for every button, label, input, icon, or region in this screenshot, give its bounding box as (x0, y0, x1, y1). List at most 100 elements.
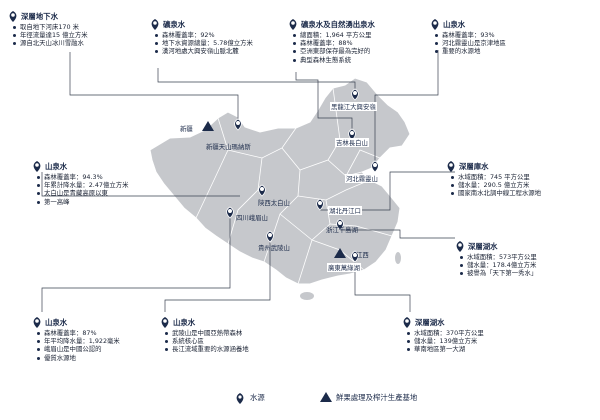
leader-line-qiandaohu (340, 229, 455, 239)
leader-line-emeishan (41, 218, 231, 312)
callout-bullet: 長江流域重要的水源涵養地 (165, 345, 249, 354)
callout-title: 山泉水 (45, 317, 68, 327)
pin-emeishan (226, 206, 234, 219)
callout-bullet: 森林覆蓋率：92% (155, 31, 253, 39)
callout-daxinganling-spring: 礦泉水及自然湧出泉水 總面積：1,964 平方公里 森林覆蓋率：88% 亞洲東部… (288, 18, 375, 64)
callout-bullet: 源自北天山冰川雪融水 (13, 39, 88, 47)
map-label-emeishan: 四川峨眉山 (236, 214, 268, 222)
leader-line-wanlvhu (354, 262, 411, 312)
callout-taibaishan: 山泉水 森林覆蓋率：94.3% 年累計降水量：2.47億立方米 太白山是青藏高原… (32, 160, 129, 206)
callout-title: 礦泉水及自然湧出泉水 (301, 19, 375, 29)
callout-bullet: 系統核心區 (165, 337, 249, 345)
callout-wanlvhu: 深層湖水 水域面積：370平方公里 儲水量：139億立方米 華南地區第一大湖 (402, 316, 484, 354)
callout-bullet: 水域面積：370平方公里 (407, 329, 484, 337)
map-label-qiandaohu: 浙江千島湖 (326, 226, 358, 234)
map-pin-icon (430, 18, 440, 30)
legend-production-base: 鮮果處理及榨汁生產基地 (336, 392, 417, 403)
callout-bullet: 被譽為「天下第一秀水」 (459, 269, 538, 278)
callout-title: 山泉水 (173, 317, 196, 327)
callout-title: 深層湖水 (415, 317, 445, 327)
pin-wanlvhu (351, 250, 359, 263)
leader-line-xinjiang (69, 52, 239, 130)
triangle-production-jiangxi (334, 248, 346, 258)
callout-bullet: 森林覆蓋率：94.3% (37, 173, 129, 181)
callout-bullet: 儲水量：139億立方米 (407, 337, 484, 345)
callout-bullet: 華南地區第一大湖 (407, 345, 484, 353)
leader-lines (41, 50, 455, 312)
callout-emeishan: 山泉水 森林覆蓋率：87% 年平均降水量：1,922毫米 峨眉山是中國公認的 優… (32, 316, 120, 362)
map-pin-icon (446, 160, 456, 172)
pin-taibaishan (258, 184, 266, 197)
legend-triangle-icon (320, 392, 332, 402)
callout-bullet: 第一高峰 (37, 198, 129, 206)
map-label-wulingshan-guizhou: 貴州武陵山 (258, 244, 290, 252)
callout-bullet: 水域面積：745 平方公里 (450, 173, 541, 181)
callout-hebei-wulingshan: 山泉水 森林覆蓋率：93% 河北霧靈山是京津地區 重要的水源地 (430, 18, 506, 56)
callout-bullet: 重要的水源地 (435, 47, 506, 55)
callout-title: 山泉水 (443, 19, 466, 29)
callout-bullet: 儲水量：290.5 億立方米 (450, 181, 541, 189)
map-label-daxinganling: 黑龍江大興安嶺 (330, 102, 377, 111)
map-label-changbaishan: 吉林長白山 (335, 138, 369, 147)
callout-title: 礦泉水 (163, 19, 186, 29)
callout-bullet: 漢河地處大興安嶺山脈北麓 (155, 47, 253, 55)
map-pin-icon (288, 18, 298, 30)
pin-daxinganling (351, 88, 359, 101)
pin-qiandaohu (336, 218, 344, 231)
callout-bullet: 年累計降水量：2.47億立方米 (37, 181, 129, 190)
map-label-xinjiang-tianshan: 新疆天山瑪納斯 (206, 143, 251, 151)
callout-xinjiang: 深層地下水 取自地下河床170 米 年徑流量達15 億立方米 源自北天山冰川雪融… (8, 10, 88, 48)
legend-water-source: 水源 (250, 392, 265, 403)
legend-pin-icon (236, 393, 244, 404)
callout-bullet: 峨眉山是中國公認的 (37, 345, 120, 353)
callout-bullet: 年徑流量達15 億立方米 (13, 31, 88, 40)
map-pin-icon (32, 160, 42, 172)
callout-bullet: 國家南水北調中線工程水源地 (450, 189, 542, 198)
pin-danjiangkou (316, 198, 324, 211)
map-pin-icon (150, 18, 160, 30)
callout-bullet: 亞洲東部保存最為完好的 (293, 47, 375, 55)
leader-line-wulingshan-hebei (374, 50, 439, 172)
pin-xinjiang (234, 118, 242, 131)
taiwan-island (395, 252, 401, 264)
callout-bullet: 森林覆蓋率：88% (293, 39, 375, 47)
callout-bullet: 森林覆蓋率：87% (37, 329, 120, 337)
callout-bullet: 典型森林生態系統 (293, 56, 375, 64)
leader-line-taibaishan (41, 172, 240, 197)
callout-bullet: 河北霧靈山是京津地區 (435, 39, 506, 48)
callout-daxinganling-mineral: 礦泉水 森林覆蓋率：92% 地下水資源總量：5.78億立方米 漢河地處大興安嶺山… (150, 18, 253, 56)
callout-wulingshan-guizhou: 山泉水 武陵山是中國亞熱帶森林 系統核心區 長江流域重要的水源涵養地 (160, 316, 249, 354)
callout-bullet: 地下水資源總量：5.78億立方米 (155, 39, 253, 48)
callout-title: 深層庫水 (459, 161, 489, 171)
pin-wulingshan-hebei (371, 160, 379, 173)
map-pin-icon (160, 316, 170, 328)
pin-changbaishan (348, 128, 356, 141)
legend-production-base-label: 鮮果處理及榨汁生產基地 (336, 393, 418, 402)
map-label-xinjiang: 新疆 (180, 125, 193, 133)
callout-qiandaohu: 深層湖水 水域面積：573平方公里 儲水量：178.4億立方米 被譽為「天下第一… (455, 240, 537, 278)
map-label-danjiangkou: 湖北丹江口 (328, 206, 362, 215)
callout-danjiangkou: 深層庫水 水域面積：745 平方公里 儲水量：290.5 億立方米 國家南水北調… (446, 160, 541, 198)
callout-bullet: 儲水量：178.4億立方米 (459, 261, 537, 270)
callout-bullet: 武陵山是中國亞熱帶森林 (165, 329, 249, 337)
pins (226, 88, 379, 263)
callout-bullet: 太白山是青藏高原以東 (37, 189, 129, 197)
callout-bullet: 年平均降水量：1,922毫米 (37, 337, 120, 346)
map-pin-icon (32, 316, 42, 328)
legend-water-source-label: 水源 (250, 393, 265, 402)
callout-title: 深層湖水 (468, 241, 498, 251)
hainan-island (300, 292, 314, 300)
callout-title: 深層地下水 (21, 11, 58, 21)
leader-line-changbaishan (295, 72, 353, 140)
callout-bullet: 水域面積：573平方公里 (459, 253, 537, 261)
callout-title: 山泉水 (45, 161, 68, 171)
map-pin-icon (402, 316, 412, 328)
triangle-production-xinjiang (202, 121, 214, 131)
callout-bullet: 優質水源地 (37, 354, 120, 362)
map-label-taibaishan: 陝西太白山 (258, 199, 290, 207)
callout-bullet: 森林覆蓋率：93% (435, 31, 506, 39)
callout-bullet: 取自地下河床170 米 (13, 23, 88, 31)
map-label-hebei-wulingshan: 河北霧靈山 (345, 174, 379, 183)
callout-bullet: 總面積：1,964 平方公里 (293, 31, 375, 39)
map-label-wanlvhu: 廣東萬綠湖 (327, 263, 361, 272)
